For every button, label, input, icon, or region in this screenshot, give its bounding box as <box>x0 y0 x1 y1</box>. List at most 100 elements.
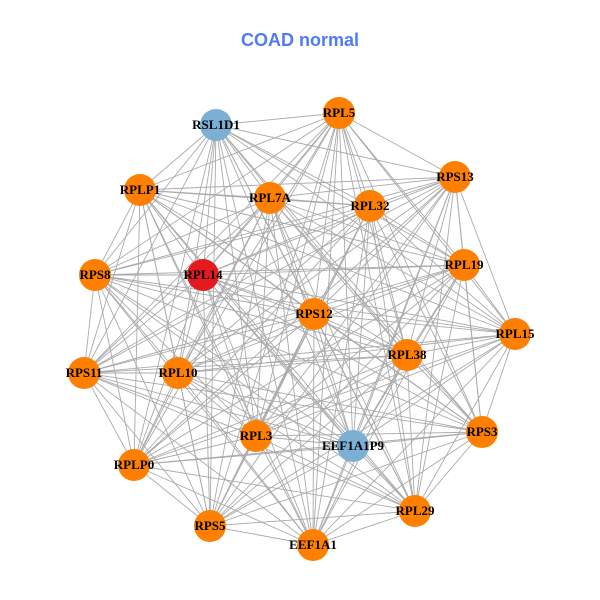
edge-RPS12-RPL15 <box>313 313 516 335</box>
edge-RPL19-RPS11 <box>83 264 465 374</box>
node-label-RSL1D1: RSL1D1 <box>192 117 240 132</box>
edge-RPL7A-EEF1A1 <box>269 197 314 546</box>
node-EEF1A1 <box>297 529 329 561</box>
edge-RPL5-RPL32 <box>338 112 371 207</box>
edge-RPS13-RPS11 <box>83 176 456 374</box>
edge-RPS13-RPLP1 <box>139 176 456 191</box>
edge-RPL10-RPS3 <box>177 372 483 433</box>
node-RPL32 <box>354 190 386 222</box>
node-label-RPL38: RPL38 <box>388 347 428 362</box>
node-RPL7A <box>254 182 286 214</box>
node-label-RPL3: RPL3 <box>240 428 273 443</box>
edge-RPL5-RPL15 <box>338 112 516 335</box>
edge-RPL19-RPL3 <box>255 264 465 437</box>
node-RPS5 <box>194 510 226 542</box>
edge-RPS5-RPL29 <box>209 510 416 527</box>
edge-RPL14-RPS12 <box>202 274 315 315</box>
edge-RPL19-RPS8 <box>94 264 465 276</box>
edge-RPL38-RPLP0 <box>133 354 408 466</box>
edge-RPL7A-RPS11 <box>83 197 271 374</box>
edge-RPL19-RPS12 <box>313 264 465 315</box>
edge-RPS13-EEF1A1 <box>312 176 456 546</box>
edge-RPS13-RPL3 <box>255 176 456 437</box>
node-label-RPL5: RPL5 <box>323 105 356 120</box>
edge-RPS3-EEF1A1 <box>312 431 483 546</box>
edge-RPL3-RPS3 <box>255 431 483 437</box>
edge-RPS11-RPLP0 <box>83 372 135 466</box>
edge-RPS12-RPLP0 <box>133 313 315 466</box>
edge-RPL32-RPS5 <box>209 205 371 527</box>
edge-RPS8-RPS5 <box>94 274 211 527</box>
node-label-RPL7A: RPL7A <box>249 190 292 205</box>
edge-RPL15-RPS3 <box>481 333 516 433</box>
edge-RSL1D1-RPS13 <box>215 124 456 178</box>
edge-RPL5-RPS12 <box>313 112 340 315</box>
node-EEF1A1P9 <box>337 430 369 462</box>
edge-RPS11-RPL3 <box>83 372 257 437</box>
node-label-RPL10: RPL10 <box>159 365 198 380</box>
edge-RPL32-RPS8 <box>94 205 371 276</box>
edge-RPL5-RPS5 <box>209 112 340 527</box>
edge-RPL14-EEF1A1 <box>202 274 314 546</box>
node-label-RPS3: RPS3 <box>466 424 498 439</box>
edge-RPS8-RPL10 <box>94 274 179 374</box>
node-label-RPLP1: RPLP1 <box>120 182 160 197</box>
edge-RPL15-RPL10 <box>177 333 516 374</box>
node-RPS8 <box>79 259 111 291</box>
edge-RPL32-EEF1A1 <box>312 205 371 546</box>
edge-RPL10-EEF1A1P9 <box>177 372 354 447</box>
edge-RPS3-RPL29 <box>414 431 483 512</box>
edge-RSL1D1-RPLP0 <box>133 124 217 466</box>
node-label-RPS12: RPS12 <box>295 306 333 321</box>
edge-RPL3-EEF1A1 <box>255 435 314 546</box>
edge-RPL7A-RPS5 <box>209 197 271 527</box>
edge-RPL38-EEF1A1P9 <box>352 354 408 447</box>
edge-RPL32-RPL10 <box>177 205 371 374</box>
edge-RPL7A-RPL32 <box>269 197 371 207</box>
edge-RPL5-RPS8 <box>94 112 340 276</box>
edge-RPS11-EEF1A1P9 <box>83 372 354 447</box>
edge-RPL32-RPL15 <box>369 205 516 335</box>
edge-RPLP1-RPL19 <box>139 189 465 266</box>
edge-RPS12-RPL10 <box>177 313 315 374</box>
edge-RPL10-RPS5 <box>177 372 211 527</box>
edge-RPL14-RPS11 <box>83 274 204 374</box>
edge-RPS8-EEF1A1 <box>94 274 314 546</box>
edge-RPS11-RPS5 <box>83 372 211 527</box>
edge-RPS13-RPL15 <box>454 176 516 335</box>
edge-RPL19-RPL14 <box>202 264 465 276</box>
edge-RSL1D1-RPS3 <box>215 124 483 433</box>
node-RPL14 <box>187 259 219 291</box>
node-label-RPL14: RPL14 <box>184 267 224 282</box>
edge-RPLP0-EEF1A1 <box>133 464 314 546</box>
edge-RPL5-RPLP1 <box>139 112 340 191</box>
edge-EEF1A1P9-RPS5 <box>209 445 354 527</box>
edge-RPS13-RPL29 <box>414 176 456 512</box>
edge-RPS12-RPS5 <box>209 313 315 527</box>
edge-RPS13-RPL14 <box>202 176 456 276</box>
node-label-EEF1A1P9: EEF1A1P9 <box>322 438 385 453</box>
edge-RPL15-EEF1A1P9 <box>352 333 516 447</box>
edge-RPS12-RPS11 <box>83 313 315 374</box>
node-RPL38 <box>391 339 423 371</box>
chart-title: COAD normal <box>240 30 359 50</box>
edge-RPS8-RPS3 <box>94 274 483 433</box>
edge-RPL5-EEF1A1 <box>312 112 340 546</box>
node-label-RPL29: RPL29 <box>396 503 436 518</box>
node-label-RPL32: RPL32 <box>351 198 390 213</box>
edge-RSL1D1-RPL15 <box>215 124 516 335</box>
node-RSL1D1 <box>200 109 232 141</box>
edge-RPL3-RPLP0 <box>133 435 257 466</box>
node-RPLP0 <box>118 449 150 481</box>
edge-RPL14-RPS5 <box>202 274 211 527</box>
node-label-RPS11: RPS11 <box>66 365 103 380</box>
node-RPL15 <box>499 318 531 350</box>
edge-RPL15-RPL38 <box>406 333 516 356</box>
node-label-RPS8: RPS8 <box>79 267 111 282</box>
edge-RPS8-RPL29 <box>94 274 416 512</box>
edge-RPL7A-RPL3 <box>255 197 271 437</box>
edge-RPL15-RPL3 <box>255 333 516 437</box>
node-RPLP1 <box>124 174 156 206</box>
